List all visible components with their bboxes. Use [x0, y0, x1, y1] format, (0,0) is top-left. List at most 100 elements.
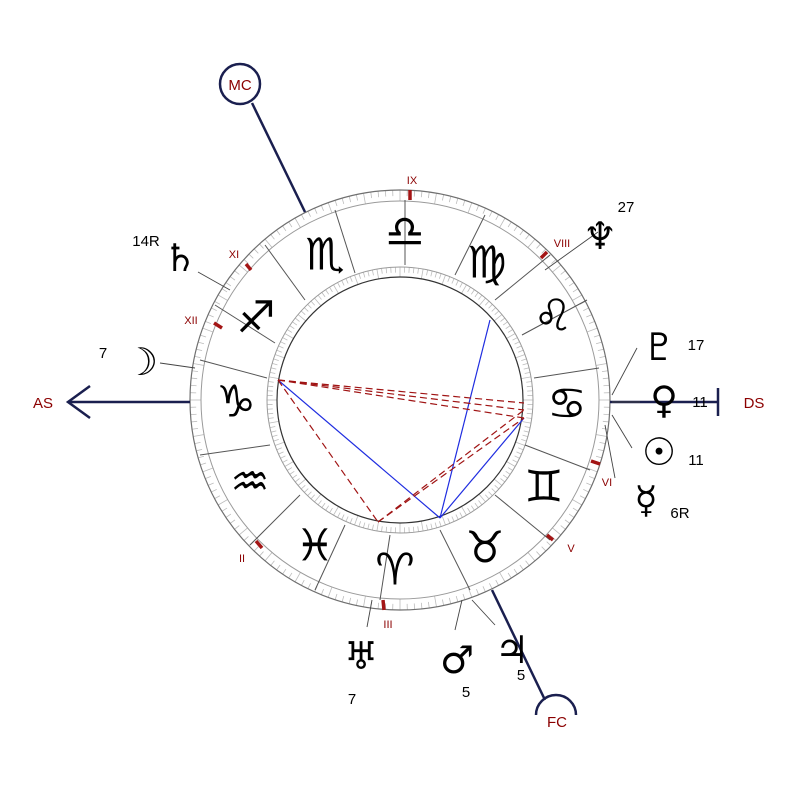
degree-tick — [476, 588, 480, 595]
degree-tick — [194, 355, 201, 358]
degree-tick — [500, 478, 506, 483]
degree-tick — [214, 301, 221, 305]
degree-tick — [513, 568, 518, 575]
degree-tick — [564, 276, 571, 281]
degree-tick — [200, 462, 207, 466]
degree-tick — [270, 234, 275, 240]
degree-tick — [289, 325, 295, 330]
midheaven-line — [250, 102, 307, 213]
degree-tick — [314, 297, 322, 307]
degree-tick — [516, 451, 522, 455]
degree-tick — [595, 363, 607, 366]
degree-tick — [371, 524, 374, 531]
degree-tick — [434, 522, 438, 528]
degree-tick — [274, 441, 285, 446]
aspect-line — [439, 417, 525, 519]
degree-tick — [579, 495, 586, 499]
sign-aries: ♈ — [375, 545, 414, 596]
degree-tick — [572, 507, 579, 512]
house-number: XI — [229, 249, 239, 261]
degree-tick — [426, 269, 429, 276]
degree-tick — [551, 259, 557, 264]
planet-uranus-icon: ♅ — [344, 634, 378, 678]
degree-tick — [552, 527, 562, 536]
degree-tick — [526, 385, 533, 388]
degree-tick — [367, 523, 370, 530]
degree-tick — [516, 345, 522, 349]
degree-tick — [371, 269, 374, 276]
degree-tick — [482, 586, 486, 593]
degree-tick — [358, 521, 361, 527]
house-number: VI — [602, 477, 612, 489]
degree-tick — [286, 467, 293, 471]
degree-tick — [377, 191, 380, 198]
degree-tick — [467, 286, 471, 293]
degree-tick — [229, 519, 236, 524]
degree-tick — [420, 268, 424, 279]
degree-tick — [439, 273, 442, 279]
degree-tick — [519, 229, 524, 236]
degree-tick — [193, 434, 205, 437]
degree-tick — [354, 274, 359, 285]
degree-tick — [512, 337, 518, 341]
degree-tick — [526, 417, 532, 419]
aspect-line — [277, 379, 525, 404]
degree-tick — [485, 300, 490, 306]
degree-tick — [482, 207, 486, 214]
degree-tick — [595, 455, 602, 459]
degree-tick — [442, 599, 445, 606]
degree-tick — [310, 494, 315, 500]
degree-tick — [455, 280, 459, 286]
degree-tick — [512, 459, 518, 463]
degree-tick — [599, 355, 606, 358]
degree-tick — [272, 362, 278, 366]
aspect-line — [277, 379, 525, 411]
planet-saturn-icon: ♄ — [163, 236, 197, 280]
degree-tick — [507, 329, 514, 333]
degree-tick — [327, 202, 333, 214]
degree-tick — [447, 518, 451, 524]
sign-scorpio: ♏ — [305, 230, 344, 281]
degree-tick — [593, 334, 600, 338]
degree-tick — [489, 583, 493, 589]
sign-aquarius: ♒ — [230, 457, 269, 508]
degree-tick — [270, 430, 277, 433]
degree-tick — [310, 300, 315, 306]
house-number: VIII — [554, 238, 571, 250]
degree-tick — [289, 470, 295, 475]
degree-tick — [259, 243, 264, 249]
degree-tick — [513, 225, 518, 232]
degree-tick — [264, 552, 273, 562]
degree-tick — [286, 329, 293, 333]
sign-leo: ♌ — [533, 291, 572, 342]
degree-tick — [462, 593, 466, 600]
degree-tick — [583, 307, 589, 311]
degree-tick — [280, 341, 286, 345]
degree-tick — [568, 513, 575, 518]
degree-tick — [507, 467, 514, 471]
degree-tick — [451, 278, 455, 284]
degree-tick — [282, 225, 287, 232]
degree-tick — [439, 521, 442, 527]
degree-tick — [427, 191, 430, 199]
degree-tick — [462, 200, 466, 207]
degree-tick — [307, 583, 311, 589]
degree-tick — [207, 314, 214, 318]
degree-tick — [276, 229, 281, 236]
degree-tick — [522, 434, 528, 438]
degree-tick — [341, 198, 345, 205]
degree-tick — [502, 321, 508, 326]
planet-sun-degree: 11 — [688, 452, 704, 469]
sign-taurus: ♉ — [465, 523, 504, 574]
planet-pluto-icon: ♇ — [642, 325, 676, 369]
degree-tick — [270, 367, 277, 370]
degree-tick — [341, 595, 345, 602]
degree-tick — [494, 310, 500, 315]
degree-tick — [491, 488, 496, 493]
degree-tick — [284, 333, 294, 339]
degree-tick — [455, 595, 459, 602]
degree-tick — [362, 522, 366, 528]
degree-tick — [447, 276, 451, 282]
degree-tick — [459, 512, 463, 518]
degree-tick — [370, 191, 373, 199]
